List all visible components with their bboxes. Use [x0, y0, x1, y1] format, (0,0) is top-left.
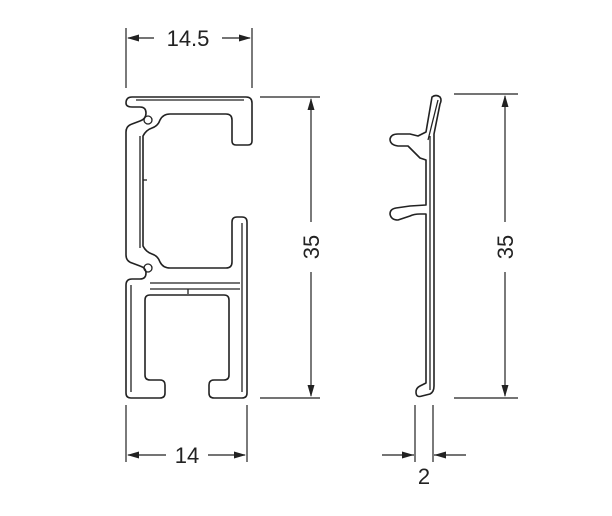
arrowhead-bottom	[501, 385, 509, 397]
dimension-top-width: 14.5	[125, 26, 253, 88]
lower-groove-circle	[143, 263, 153, 273]
dimension-thickness: 2	[382, 405, 466, 489]
dimension-label-bottom-width: 14	[175, 443, 199, 468]
rail-cross-section	[125, 96, 253, 399]
arrowhead-left	[402, 451, 414, 459]
arrowhead-left	[127, 451, 139, 459]
arrowhead-bottom	[307, 385, 315, 397]
cross-section-inner-line	[130, 99, 244, 392]
arrowhead-right	[234, 451, 246, 459]
arrowhead-right	[434, 451, 446, 459]
upper-groove-circle	[143, 115, 153, 125]
arrowhead-left	[127, 34, 139, 42]
side-view-outline	[389, 94, 442, 398]
dimension-bottom-width: 14	[125, 405, 248, 468]
rail-side-view	[389, 94, 442, 398]
dimension-left-height: 35	[260, 96, 324, 399]
arrowhead-top	[307, 98, 315, 110]
arrowhead-top	[501, 95, 509, 107]
cross-section-outline	[125, 96, 253, 399]
side-view-lip-line	[427, 99, 439, 141]
dimension-right-height: 35	[454, 93, 518, 399]
dimension-label-left-height: 35	[299, 235, 324, 259]
arrowhead-right	[239, 34, 251, 42]
dimension-label-top-width: 14.5	[167, 26, 210, 51]
dimension-label-thickness: 2	[418, 464, 430, 489]
dimension-label-right-height: 35	[493, 235, 518, 259]
